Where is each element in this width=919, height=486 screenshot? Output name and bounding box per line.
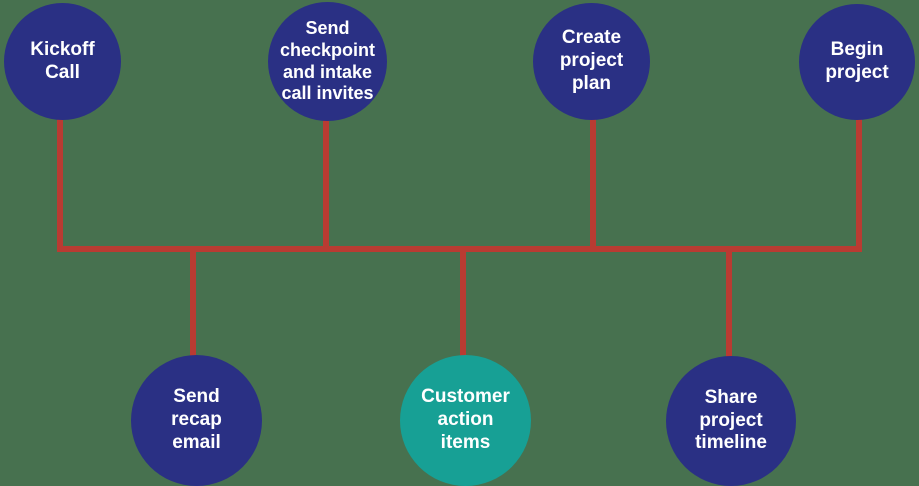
node-label: Send recap email bbox=[171, 386, 222, 453]
node-label: Share project timeline bbox=[695, 386, 767, 454]
node-label: Customer action items bbox=[421, 386, 510, 453]
node-send-recap-email: Send recap email bbox=[131, 355, 262, 486]
node-send-checkpoint-and-intake-call-invites: Send checkpoint and intake call invites bbox=[268, 2, 387, 121]
node-begin-project: Begin project bbox=[799, 4, 915, 120]
node-kickoff-call: Kickoff Call bbox=[4, 3, 121, 120]
connector-line-kickoff-call bbox=[57, 112, 63, 252]
node-label: Kickoff Call bbox=[30, 38, 95, 83]
connector-line-send-recap-email bbox=[190, 246, 196, 362]
node-create-project-plan: Create project plan bbox=[533, 3, 650, 120]
connector-line-customer-action-items bbox=[460, 246, 466, 362]
node-customer-action-items: Customer action items bbox=[400, 355, 531, 486]
node-label: Create project plan bbox=[559, 27, 624, 94]
connector-line-begin-project bbox=[856, 112, 862, 252]
connector-line-create-project-plan bbox=[590, 112, 596, 252]
connector-line-send-checkpoint bbox=[323, 112, 329, 252]
node-label: Begin project bbox=[825, 39, 889, 83]
node-label: Send checkpoint and intake call invites bbox=[279, 18, 376, 104]
node-share-project-timeline: Share project timeline bbox=[666, 356, 796, 486]
process-timeline-diagram: Kickoff Call Send checkpoint and intake … bbox=[4, 2, 915, 486]
connector-line-share-project-timeline bbox=[726, 246, 732, 362]
connector-horizontal-spine bbox=[57, 246, 862, 252]
